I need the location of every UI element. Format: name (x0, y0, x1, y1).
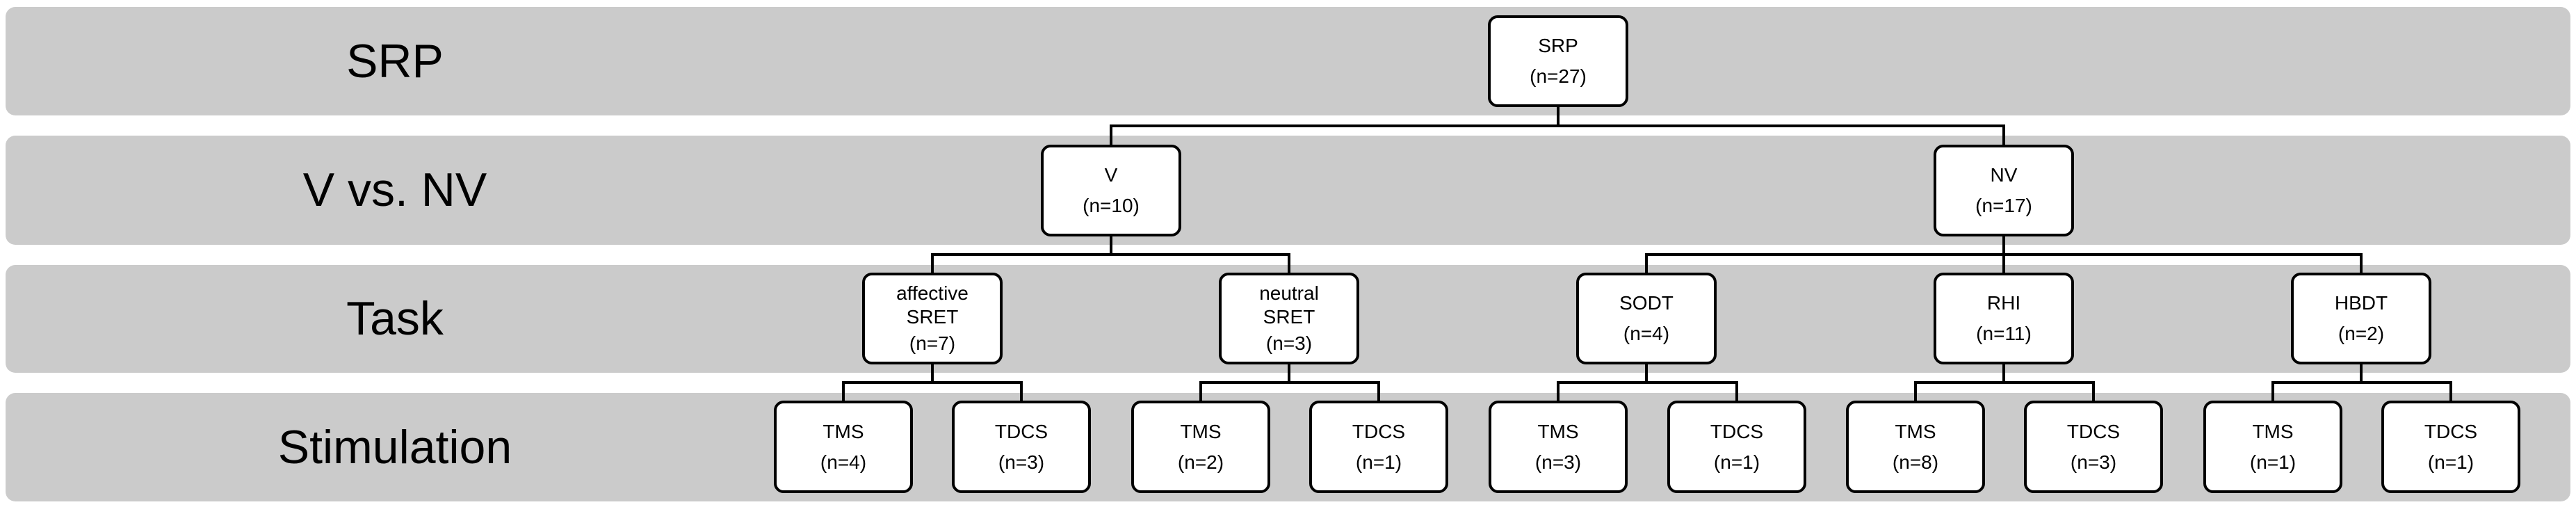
node-affective-tdcs: TDCS (n=3) (952, 401, 1091, 493)
row-label-srp: SRP (346, 35, 444, 88)
node-hbdt-tms: TMS (n=1) (2203, 401, 2342, 493)
node-neutral-tdcs: TDCS (n=1) (1309, 401, 1448, 493)
node-hbdt: HBDT (n=2) (2291, 273, 2431, 364)
node-count: (n=10) (1083, 195, 1140, 216)
node-sodt-tdcs: TDCS (n=1) (1667, 401, 1806, 493)
node-sodt: SODT (n=4) (1576, 273, 1717, 364)
node-label: SRP (1538, 35, 1578, 56)
node-label: affective SRET (896, 282, 969, 328)
row-label-stimulation: Stimulation (277, 421, 512, 474)
node-label: NV (1990, 164, 2018, 186)
node-label: neutral SRET (1259, 282, 1319, 328)
node-count: (n=17) (1975, 195, 2032, 216)
node-count: (n=3) (1534, 451, 1582, 473)
row-label-task: Task (346, 292, 444, 345)
node-label: HBDT (2334, 292, 2388, 314)
node-count: (n=27) (1530, 65, 1587, 87)
node-label: TMS (1180, 420, 1222, 442)
node-label: TMS (1895, 420, 1936, 442)
node-count: (n=2) (2338, 323, 2385, 344)
node-affective-sret: affective SRET (n=7) (862, 273, 1003, 364)
node-neutral-sret: neutral SRET (n=3) (1219, 273, 1359, 364)
node-label: TDCS (994, 420, 1048, 442)
node-rhi-tms: TMS (n=8) (1846, 401, 1985, 493)
row-band-srp: SRP (6, 7, 2570, 115)
node-v: V (n=10) (1041, 145, 1181, 236)
node-count: (n=11) (1976, 323, 2032, 344)
node-count: (n=1) (1713, 451, 1760, 473)
node-rhi: RHI (n=11) (1934, 273, 2074, 364)
node-count: (n=3) (998, 451, 1045, 473)
node-label: RHI (1986, 292, 2021, 314)
node-count: (n=7) (909, 332, 956, 354)
node-count: (n=3) (2070, 451, 2117, 473)
node-srp: SRP (n=27) (1488, 15, 1628, 107)
node-label: TDCS (2066, 420, 2121, 442)
node-nv: NV (n=17) (1934, 145, 2074, 236)
row-label-v-vs-nv: V vs. NV (302, 163, 487, 216)
node-count: (n=8) (1892, 451, 1939, 473)
node-neutral-tms: TMS (n=2) (1131, 401, 1270, 493)
node-count: (n=4) (1623, 323, 1670, 344)
node-count: (n=1) (1355, 451, 1402, 473)
node-label: TDCS (2424, 420, 2478, 442)
node-label: TMS (823, 420, 864, 442)
node-label: TMS (2252, 420, 2294, 442)
node-affective-tms: TMS (n=4) (774, 401, 913, 493)
node-label: TDCS (1710, 420, 1764, 442)
row-band-v-vs-nv: V vs. NV (6, 136, 2570, 245)
node-label: TMS (1537, 420, 1579, 442)
node-count: (n=2) (1177, 451, 1224, 473)
node-rhi-tdcs: TDCS (n=3) (2024, 401, 2163, 493)
node-sodt-tms: TMS (n=3) (1489, 401, 1628, 493)
node-label: TDCS (1352, 420, 1406, 442)
node-label: V (1104, 164, 1118, 186)
node-hbdt-tdcs: TDCS (n=1) (2381, 401, 2520, 493)
node-label: SODT (1619, 292, 1674, 314)
node-count: (n=1) (2249, 451, 2296, 473)
node-count: (n=1) (2427, 451, 2474, 473)
node-count: (n=3) (1265, 332, 1313, 354)
node-count: (n=4) (820, 451, 867, 473)
